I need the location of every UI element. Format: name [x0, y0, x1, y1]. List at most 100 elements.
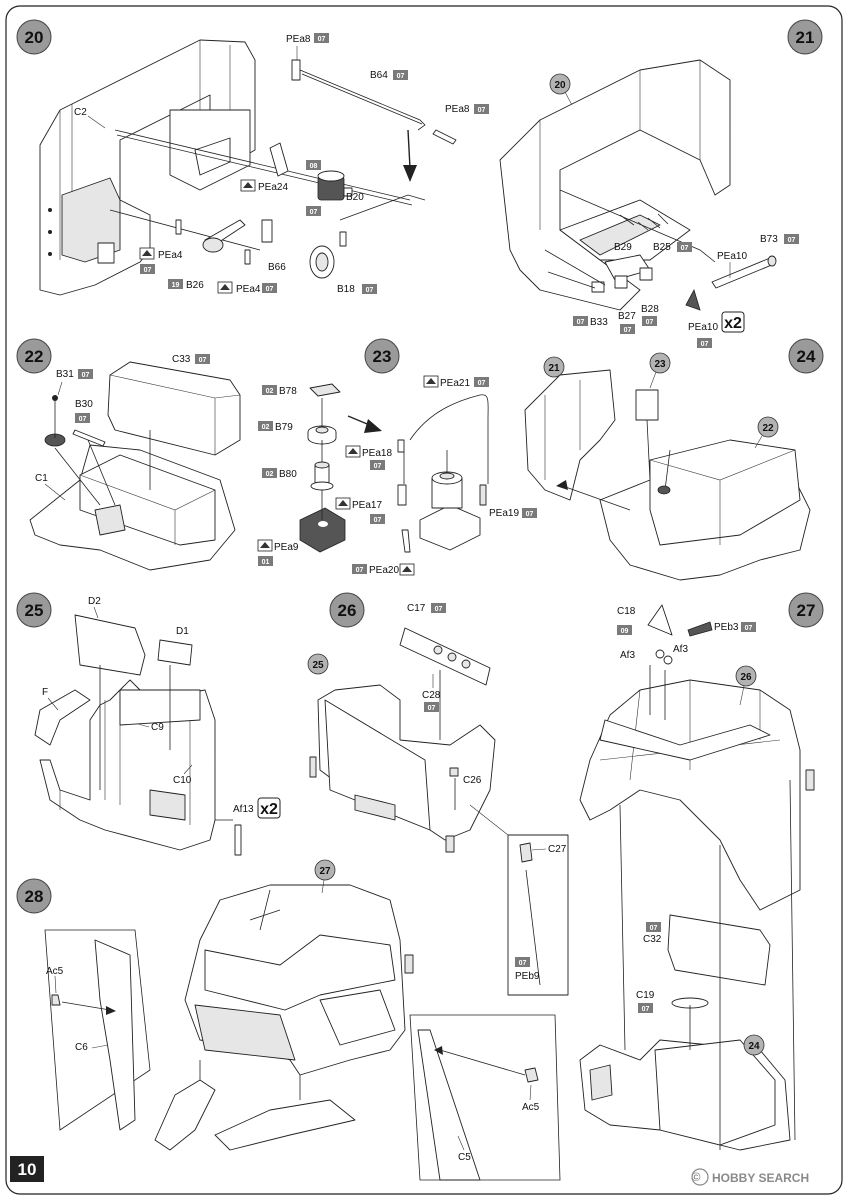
part-b66: [261, 219, 273, 243]
part-pea9: [299, 507, 346, 553]
part-b80: [310, 461, 334, 491]
ref-badge: [307, 653, 329, 675]
label-pea24: PEa24: [258, 182, 288, 193]
step-20: 20: [16, 19, 489, 296]
code-b18: 07: [366, 287, 374, 294]
part-c27: [519, 842, 533, 863]
label-ac5-right: Ac5: [522, 1102, 540, 1113]
code-b33: 07: [577, 319, 585, 326]
multiplier-badge: [721, 311, 745, 333]
part-c32: [667, 914, 771, 986]
label-pea10-bottom: PEa10: [688, 322, 718, 333]
ref-number: 25: [312, 660, 324, 671]
step-badge: [16, 592, 52, 628]
ref-number: 20: [554, 80, 566, 91]
part-pea21: [409, 394, 489, 441]
ref-number: 27: [319, 866, 331, 877]
step-22: 22 B31 07 C33 07 B30 07 C1: [16, 338, 241, 571]
step-26: 26 25 C17 07 C28 07 C26 C27 0: [307, 592, 569, 996]
label-d1: D1: [176, 626, 189, 637]
ref-number: 21: [548, 363, 560, 374]
label-b28: B28: [641, 304, 659, 315]
part-c17: [399, 627, 491, 686]
label-c5: C5: [458, 1152, 471, 1163]
ref-number: 22: [762, 423, 774, 434]
ref-badge: [757, 416, 779, 438]
code-pea4-left: 07: [144, 267, 152, 274]
code-c32: 07: [650, 925, 658, 932]
code-b80: 02: [266, 471, 274, 478]
label-c10: C10: [173, 775, 192, 786]
code-c17: 07: [435, 606, 443, 613]
ref-badge: [649, 352, 671, 374]
filter-assembly: [419, 450, 481, 551]
part-b73: [711, 257, 775, 289]
door-panel: [324, 699, 431, 831]
page-footer: 10 © HOBBY SEARCH: [10, 1156, 809, 1186]
page-number-box: [10, 1156, 44, 1182]
code-b26: 19: [172, 282, 180, 289]
page-number: 10: [18, 1160, 37, 1179]
code-pea8-right: 07: [478, 107, 486, 114]
part-f: [34, 689, 91, 746]
code-b79: 02: [262, 424, 270, 431]
part-b31: [44, 395, 66, 447]
label-pea18: PEa18: [362, 448, 392, 459]
label-peb9: PEb9: [515, 971, 540, 982]
label-d2: D2: [88, 596, 101, 607]
part-b30: [72, 429, 106, 447]
label-f: F: [42, 687, 48, 698]
code-b73: 07: [788, 237, 796, 244]
label-pea8-right: PEa8: [445, 104, 470, 115]
multiplier-badge: [257, 797, 281, 819]
label-b29: B29: [614, 242, 632, 253]
label-b80: B80: [279, 469, 297, 480]
label-pea21: PEa21: [440, 378, 470, 389]
part-pea18: [397, 439, 405, 453]
label-peb3: PEb3: [714, 622, 739, 633]
label-c6: C6: [75, 1042, 88, 1053]
inset-c27: [507, 834, 569, 996]
watermark-logo-icon: [691, 1168, 709, 1186]
part-pea24: [269, 142, 289, 177]
part-pea19: [479, 484, 487, 506]
step-number: 22: [25, 347, 44, 366]
step-badge: [329, 592, 365, 628]
pin: [339, 231, 347, 247]
code-peb3: 07: [745, 625, 753, 632]
part-ac5-left: [51, 994, 61, 1006]
code-pea4-bottom: 07: [266, 286, 274, 293]
code-pea21: 07: [478, 380, 486, 387]
step-number: 23: [373, 347, 392, 366]
battery-box: [97, 242, 115, 264]
fender-left: [154, 1079, 216, 1151]
code-c28: 07: [428, 705, 436, 712]
label-c17: C17: [407, 603, 426, 614]
step-number: 21: [796, 28, 815, 47]
code-b78: 02: [266, 388, 274, 395]
part-af3-right: [663, 655, 673, 665]
step-badge: [16, 19, 52, 55]
label-b64: B64: [370, 70, 388, 81]
step-badge: [16, 878, 52, 914]
part-b28: [639, 267, 653, 281]
step-badge: [16, 338, 52, 374]
label-b79: B79: [275, 422, 293, 433]
label-af3-left: Af3: [620, 650, 635, 661]
ref-badge: [314, 859, 336, 881]
label-ac5-left: Ac5: [46, 966, 64, 977]
code-peb9: 07: [519, 960, 527, 967]
label-c26: C26: [463, 775, 482, 786]
part-af3-left: [655, 649, 665, 659]
label-b33: B33: [590, 317, 608, 328]
step-number: 24: [797, 347, 816, 366]
part-pea4-left: [175, 219, 182, 235]
label-c9: C9: [151, 722, 164, 733]
label-c2: C2: [74, 107, 87, 118]
ref-badge: [743, 1034, 765, 1056]
code-pea9: 01: [262, 559, 270, 566]
seat-box: [649, 439, 801, 546]
code-b64: 07: [397, 73, 405, 80]
bracket-pea8-top: [291, 59, 301, 81]
